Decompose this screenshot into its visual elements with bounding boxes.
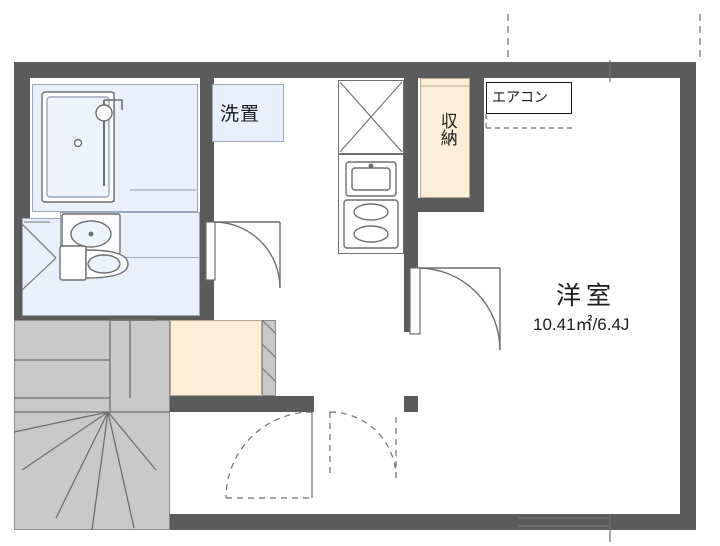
interior-wall-kitchen-right (404, 62, 418, 332)
laundry-label: 洗置 (220, 104, 261, 125)
interior-wall-hall-bottom (170, 396, 314, 412)
exterior-wall-top-left (14, 62, 506, 78)
kitchen-counter (338, 154, 404, 254)
exterior-wall-right (680, 62, 696, 530)
vanity-area (60, 212, 200, 258)
staircase (14, 320, 170, 530)
interior-wall-closet-bottom (418, 198, 484, 212)
main-room-area: 10.41㎡/6.4J (533, 315, 630, 334)
interior-wall-room-left-lower (404, 396, 418, 412)
kitchen-upper-cabinet (338, 80, 404, 154)
closet-area (420, 78, 470, 198)
exterior-wall-top-right (506, 62, 696, 78)
bathroom-unit-bath (32, 84, 198, 212)
entrance-tataki (170, 320, 262, 396)
shoe-box (262, 320, 276, 396)
washing-machine-space (212, 84, 284, 142)
main-room-name: 洋室 (556, 282, 617, 310)
aircon-marker (486, 82, 572, 114)
closet-label: 収納 (437, 112, 457, 146)
interior-wall-room-door-stub (404, 258, 418, 268)
interior-wall-closet-right (470, 78, 484, 212)
aircon-label: エアコン (492, 89, 548, 105)
